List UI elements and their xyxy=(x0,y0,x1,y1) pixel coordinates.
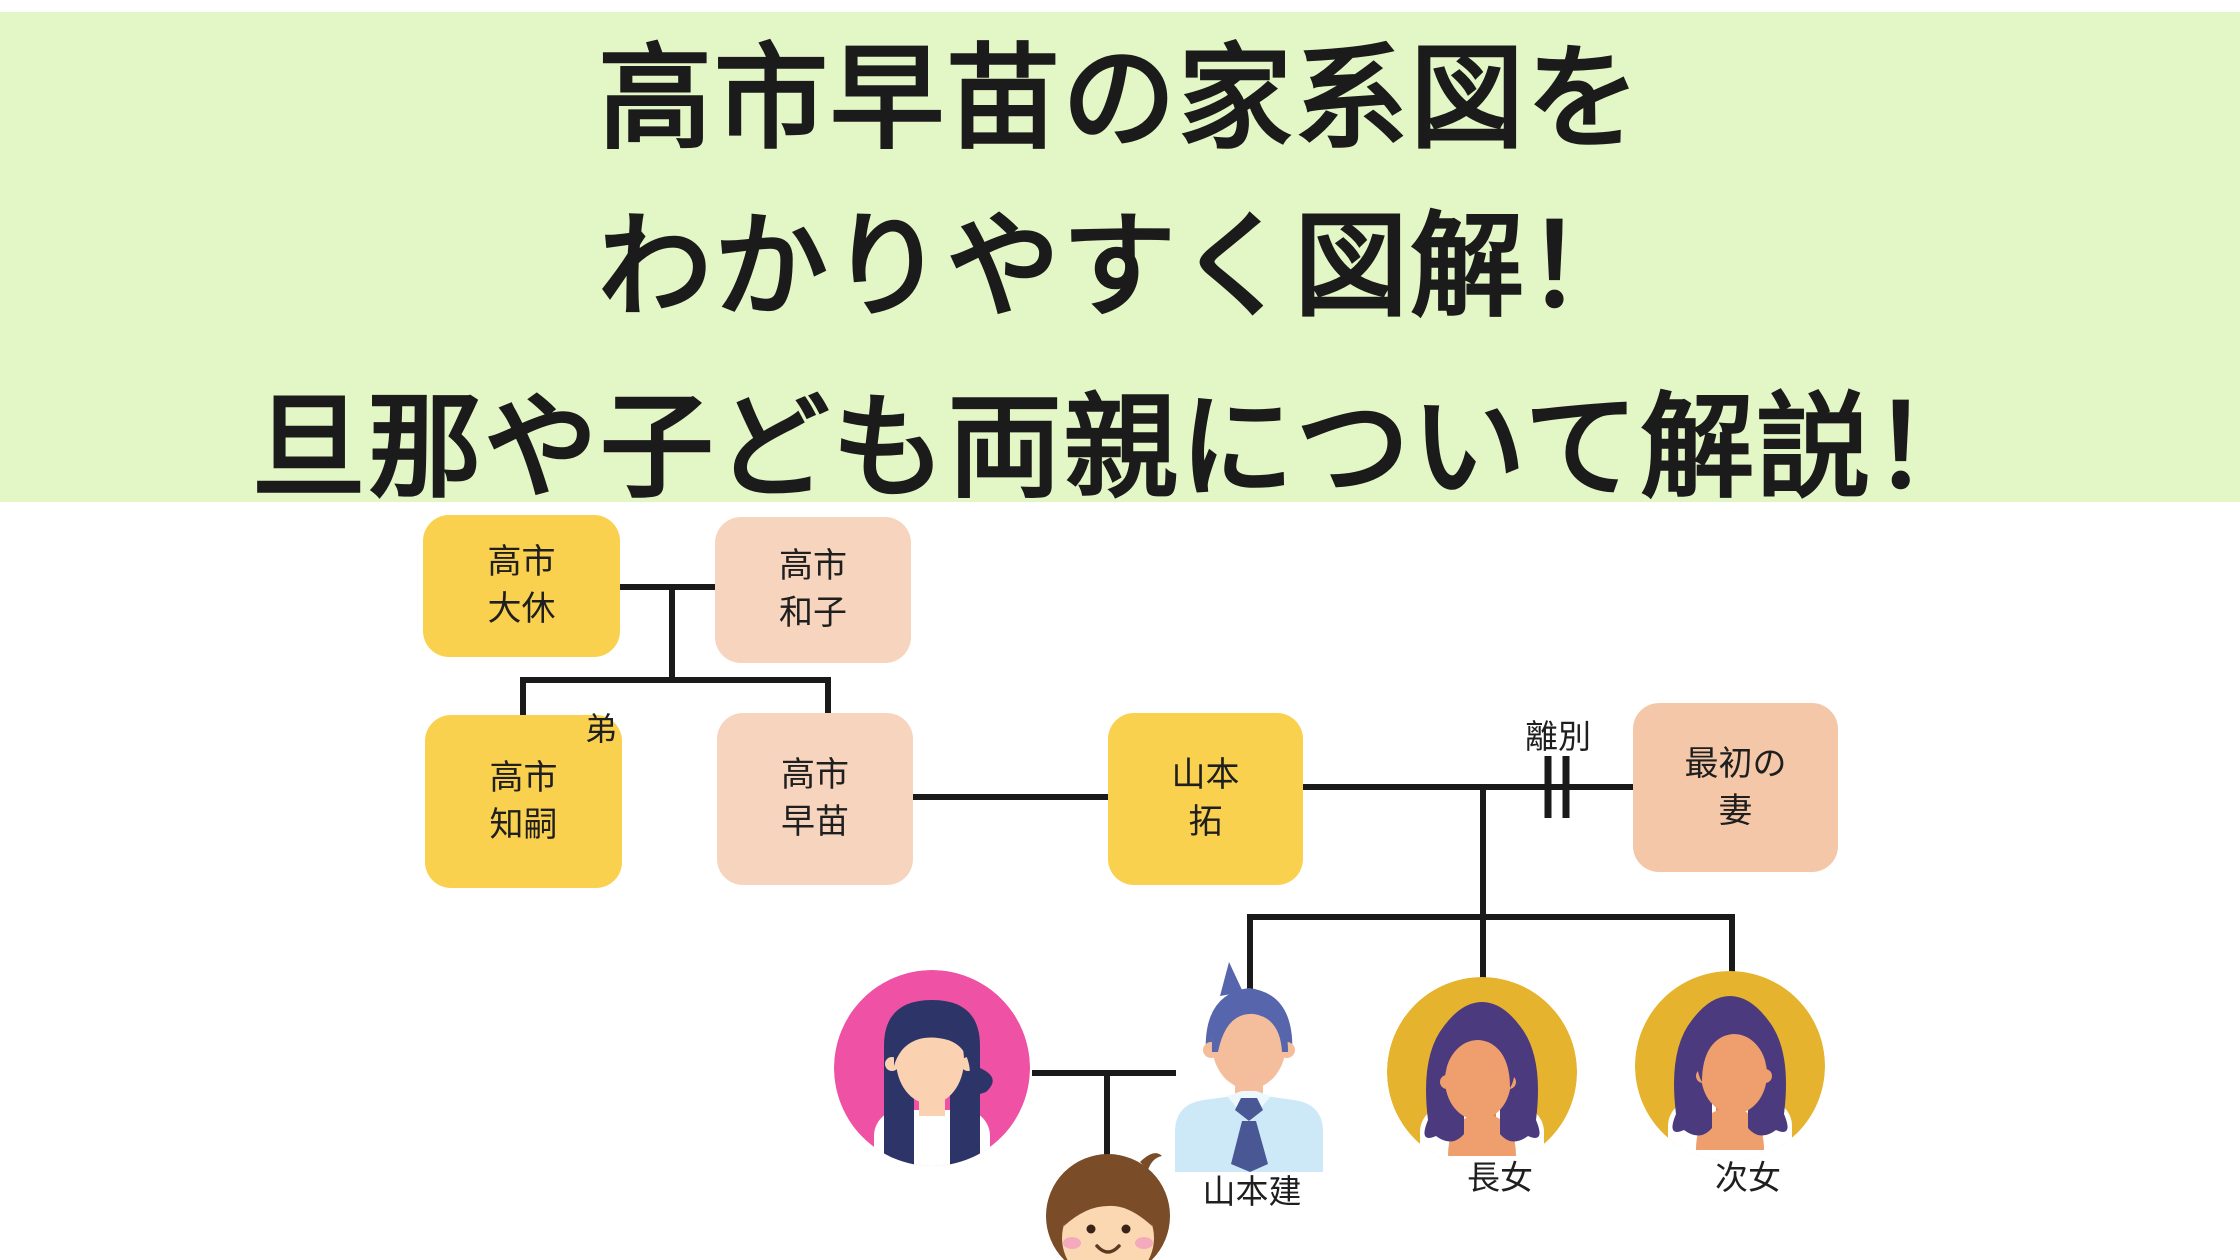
grandson-avatar xyxy=(1046,1153,1170,1260)
second-daughter-label: 次女 xyxy=(1715,1159,1781,1196)
title-line-3: 旦那や子ども両親について解説！ xyxy=(251,385,1989,512)
son-name-label: 山本建 xyxy=(1202,1173,1302,1210)
box-yamamoto-taku: 山本 拓 xyxy=(1108,713,1303,885)
box-takaichi-taikyu: 高市 大休 xyxy=(423,515,620,657)
box-takaichi-sanae: 高市 早苗 xyxy=(717,713,913,885)
box-first-wife: 最初の 妻 xyxy=(1633,703,1838,872)
son-avatar xyxy=(1175,962,1323,1172)
divorce-marker-icon xyxy=(1544,756,1570,818)
first-daughter-avatar xyxy=(1387,977,1577,1167)
wife-of-son-avatar xyxy=(834,970,1030,1166)
first-daughter-label: 長女 xyxy=(1467,1159,1533,1196)
box-takaichi-tomotsugu: 高市 知嗣 xyxy=(425,715,622,888)
second-daughter-avatar xyxy=(1635,971,1825,1170)
divorce-tag: 離別 xyxy=(1525,718,1591,755)
title-line-2: わかりやすく図解！ xyxy=(597,204,1642,331)
box-takaichi-kazuko: 高市 和子 xyxy=(715,517,911,663)
brother-tag: 弟 xyxy=(584,711,618,747)
title-line-1: 高市早苗の家系図を xyxy=(597,36,1642,163)
title-banner: 高市早苗の家系図を わかりやすく図解！ 旦那や子ども両親について解説！ xyxy=(0,12,2240,509)
